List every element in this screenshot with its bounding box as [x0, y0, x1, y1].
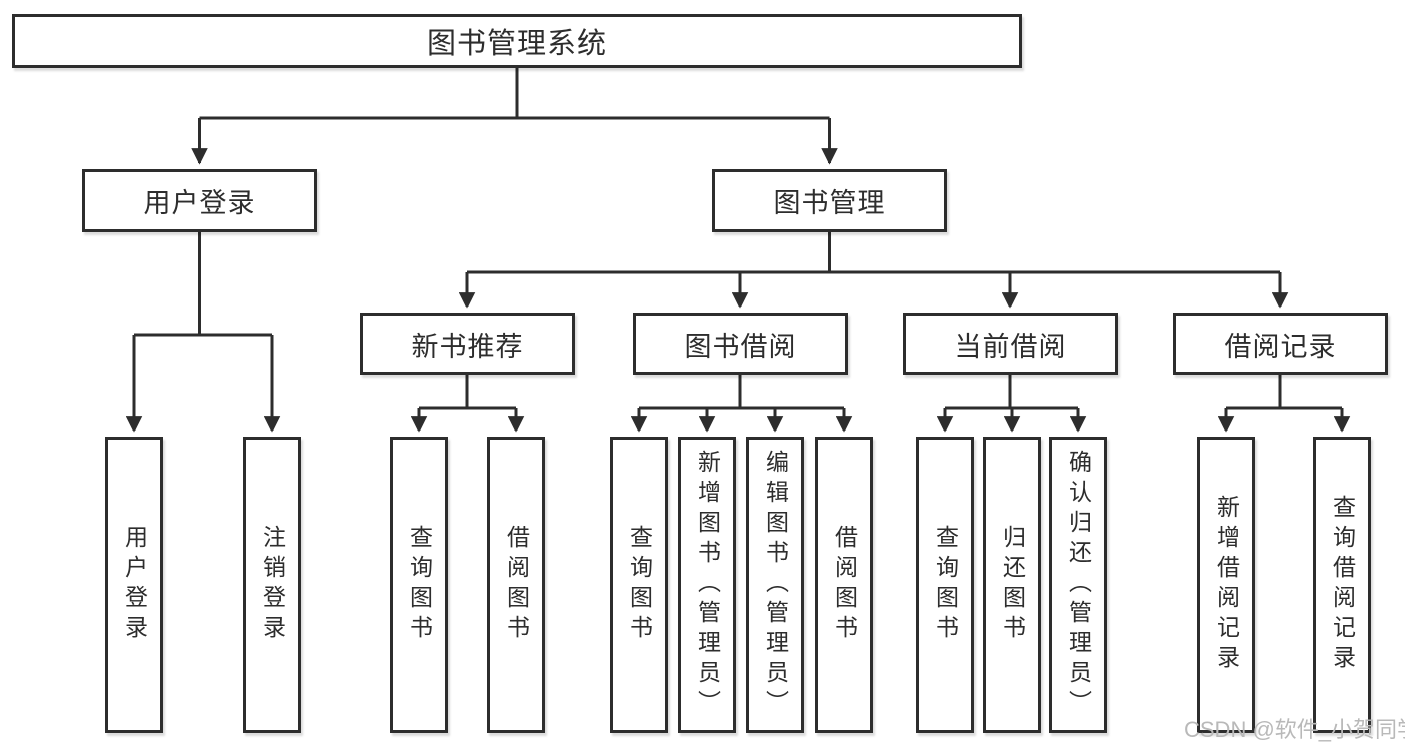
leaf-query-borrow-record-label: 查询借阅记录: [1329, 495, 1356, 675]
leaf-logout: 注销登录: [243, 437, 301, 733]
node-book-management-label: 图书管理: [773, 188, 886, 218]
node-new-book-recommend: 新书推荐: [360, 313, 575, 375]
leaf-user-login-label: 用户登录: [121, 525, 148, 645]
leaf-query-books-borrowing: 查询图书: [610, 437, 668, 733]
leaf-query-books-recommend-label: 查询图书: [406, 525, 433, 645]
leaf-edit-book-admin-label: 编辑图书（管理员）: [762, 450, 789, 720]
leaf-add-book-admin-label: 新增图书（管理员）: [694, 450, 721, 720]
leaf-add-book-admin: 新增图书（管理员）: [678, 437, 736, 733]
leaf-return-books: 归还图书: [983, 437, 1041, 733]
node-new-book-recommend-label: 新书推荐: [411, 331, 524, 362]
watermark: CSDN @软件_小贺同学: [1184, 717, 1405, 742]
node-user-login-label: 用户登录: [143, 188, 256, 218]
leaf-user-login: 用户登录: [105, 437, 163, 733]
leaf-logout-label: 注销登录: [259, 525, 286, 645]
leaf-query-books-current: 查询图书: [916, 437, 974, 733]
node-user-login: 用户登录: [82, 169, 317, 232]
node-book-management: 图书管理: [712, 169, 947, 232]
leaf-add-borrow-record-label: 新增借阅记录: [1213, 495, 1240, 675]
leaf-confirm-return-admin-label: 确认归还（管理员）: [1065, 450, 1092, 720]
leaf-return-books-label: 归还图书: [999, 525, 1026, 645]
node-library-system-label: 图书管理系统: [426, 28, 607, 60]
leaf-query-books-current-label: 查询图书: [932, 525, 959, 645]
node-current-borrowing: 当前借阅: [903, 313, 1118, 375]
leaf-edit-book-admin: 编辑图书（管理员）: [746, 437, 804, 733]
node-borrowing-records-label: 借阅记录: [1224, 331, 1337, 362]
node-borrowing-records: 借阅记录: [1173, 313, 1388, 375]
leaf-query-borrow-record: 查询借阅记录: [1313, 437, 1371, 733]
leaf-borrow-books-borrowing: 借阅图书: [815, 437, 873, 733]
node-book-borrowing: 图书借阅: [633, 313, 848, 375]
leaf-query-books-recommend: 查询图书: [390, 437, 448, 733]
leaf-borrow-books-recommend: 借阅图书: [487, 437, 545, 733]
leaf-borrow-books-borrowing-label: 借阅图书: [831, 525, 858, 645]
node-library-system: 图书管理系统: [12, 14, 1022, 68]
leaf-borrow-books-recommend-label: 借阅图书: [503, 525, 530, 645]
leaf-add-borrow-record: 新增借阅记录: [1197, 437, 1255, 733]
leaf-query-books-borrowing-label: 查询图书: [626, 525, 653, 645]
leaf-confirm-return-admin: 确认归还（管理员）: [1049, 437, 1107, 733]
node-current-borrowing-label: 当前借阅: [954, 331, 1067, 362]
node-book-borrowing-label: 图书借阅: [684, 331, 797, 362]
